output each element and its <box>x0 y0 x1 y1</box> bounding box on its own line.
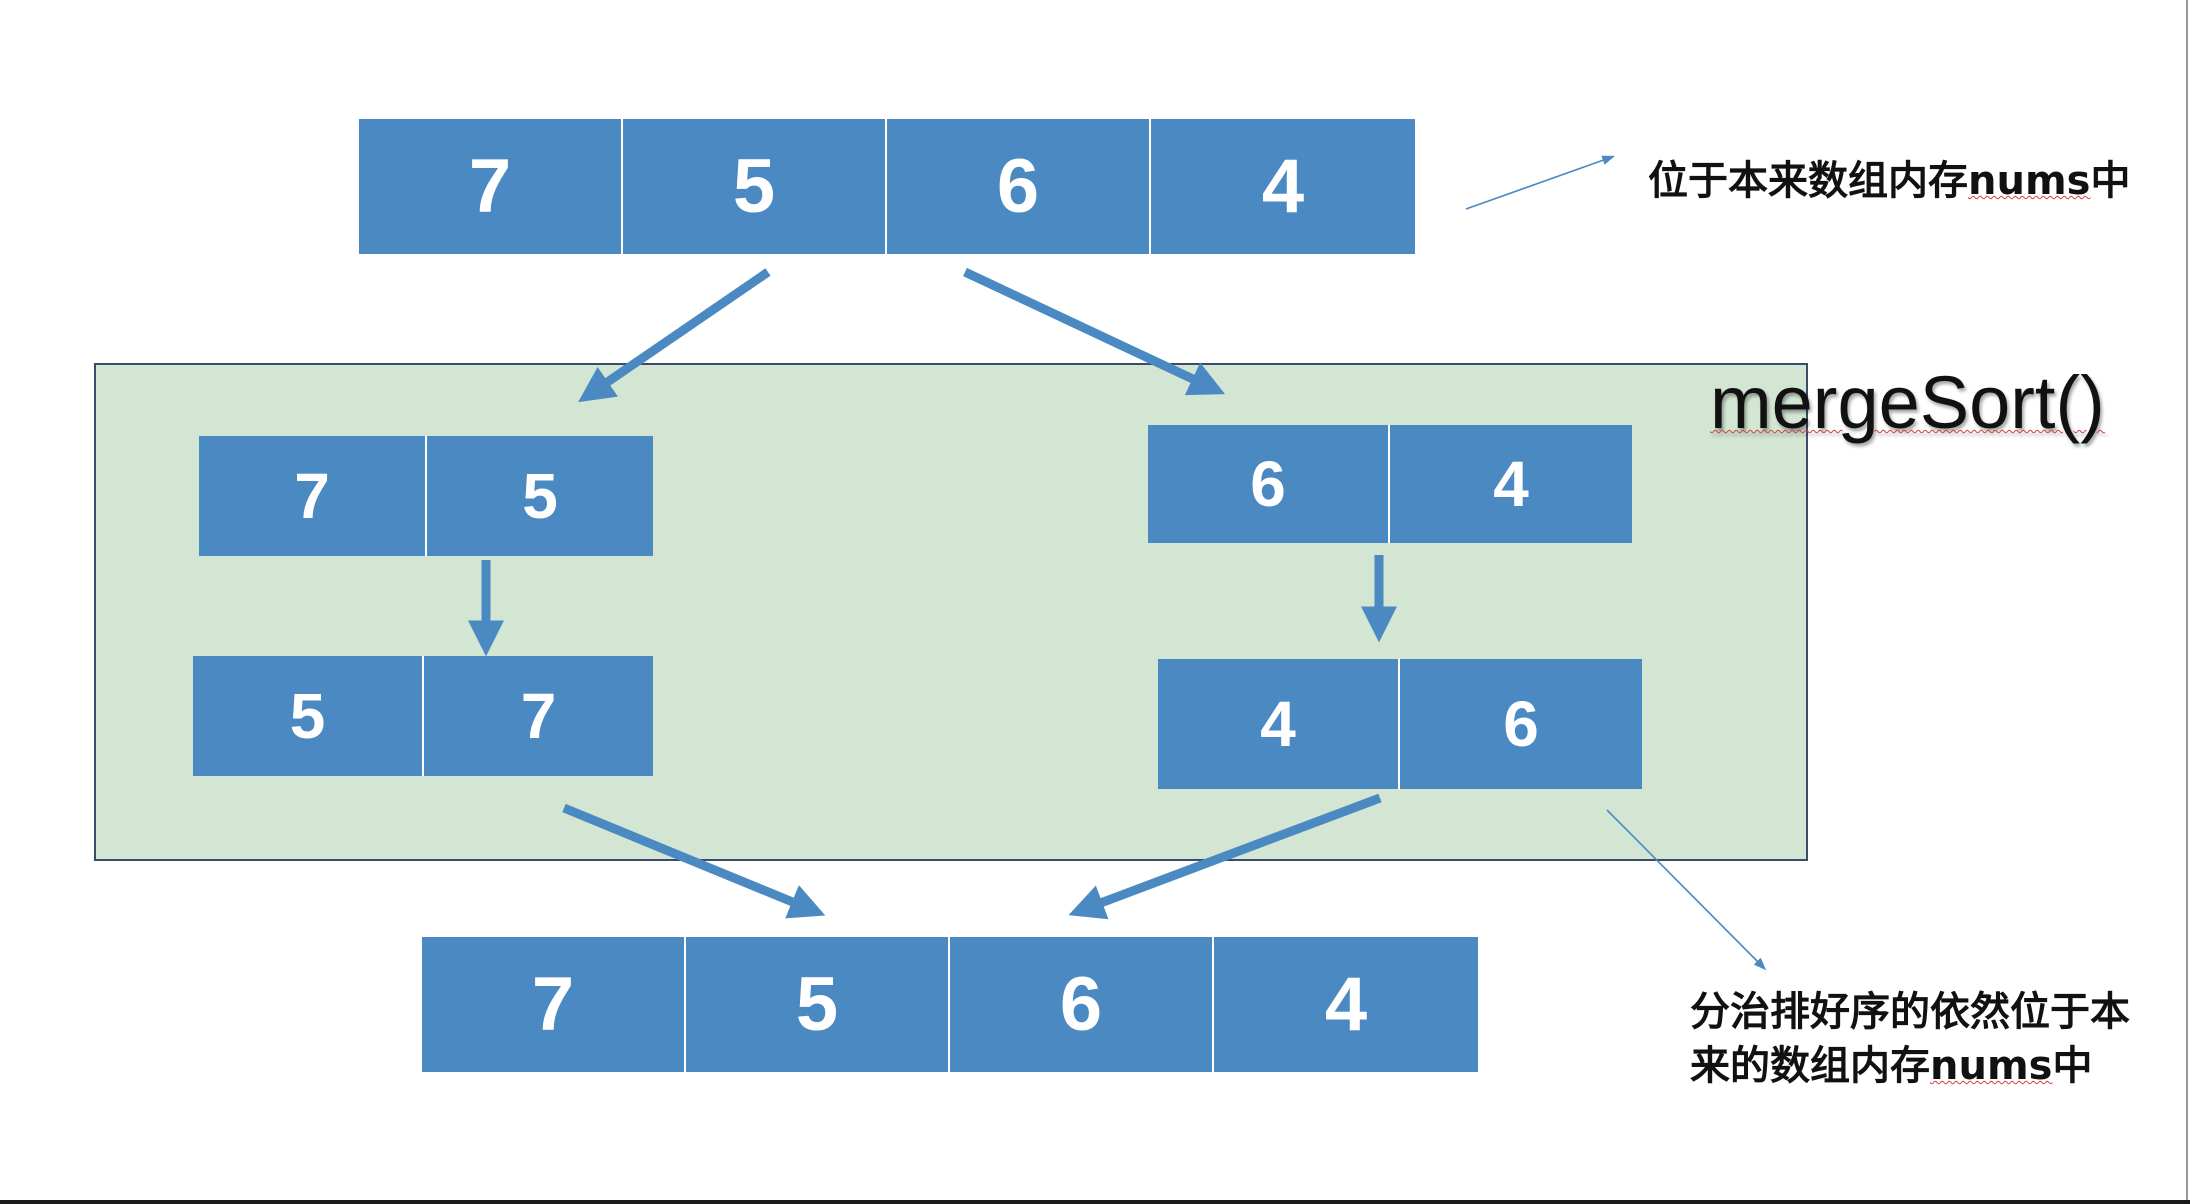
top-array: 7 5 6 4 <box>359 119 1415 254</box>
right-sorted-pair: 4 6 <box>1158 659 1642 789</box>
note-bottom-text: 来的数组内存 <box>1690 1043 1930 1089</box>
note-top-var: nums <box>1968 158 2091 204</box>
note-bottom: 分治排好序的依然位于本 来的数组内存nums中 <box>1690 985 2130 1093</box>
array-cell: 5 <box>427 436 653 556</box>
note-bottom-end: 中 <box>2052 1043 2093 1089</box>
merge-sort-label: mergeSort() <box>1710 361 2105 444</box>
array-cell: 5 <box>193 656 424 776</box>
note-top-end: 中 <box>2090 158 2131 204</box>
array-cell: 5 <box>686 937 950 1072</box>
note-bottom-line1: 分治排好序的依然位于本 <box>1690 989 2130 1035</box>
array-cell: 5 <box>623 119 887 254</box>
annotation-arrow-bottom <box>1606 809 1767 971</box>
left-sorted-pair: 5 7 <box>193 656 653 776</box>
note-bottom-var: nums <box>1930 1043 2053 1089</box>
note-top-text: 位于本来数组内存 <box>1648 158 1968 204</box>
array-cell: 6 <box>1148 425 1390 543</box>
array-cell: 4 <box>1158 659 1400 789</box>
note-top: 位于本来数组内存nums中 <box>1648 148 2130 206</box>
split-arrow-left <box>578 268 771 403</box>
array-cell: 4 <box>1151 119 1415 254</box>
bottom-edge-rule <box>0 1200 2190 1204</box>
array-cell: 6 <box>1400 659 1642 789</box>
annotation-arrow-top <box>1465 155 1616 210</box>
array-cell: 4 <box>1214 937 1478 1072</box>
right-edge-rule <box>2186 0 2188 1204</box>
array-cell: 7 <box>424 656 653 776</box>
array-cell: 7 <box>422 937 686 1072</box>
bottom-array: 7 5 6 4 <box>422 937 1478 1072</box>
right-unsorted-pair: 6 4 <box>1148 425 1632 543</box>
array-cell: 6 <box>950 937 1214 1072</box>
array-cell: 7 <box>199 436 427 556</box>
merge-arrow-right <box>1068 793 1382 920</box>
merge-arrow-left <box>562 803 826 919</box>
note-bottom-line2: 来的数组内存nums中 <box>1690 1039 2130 1093</box>
split-arrow-right <box>963 267 1226 396</box>
array-cell: 4 <box>1390 425 1632 543</box>
array-cell: 7 <box>359 119 623 254</box>
left-unsorted-pair: 7 5 <box>199 436 653 556</box>
array-cell: 6 <box>887 119 1151 254</box>
